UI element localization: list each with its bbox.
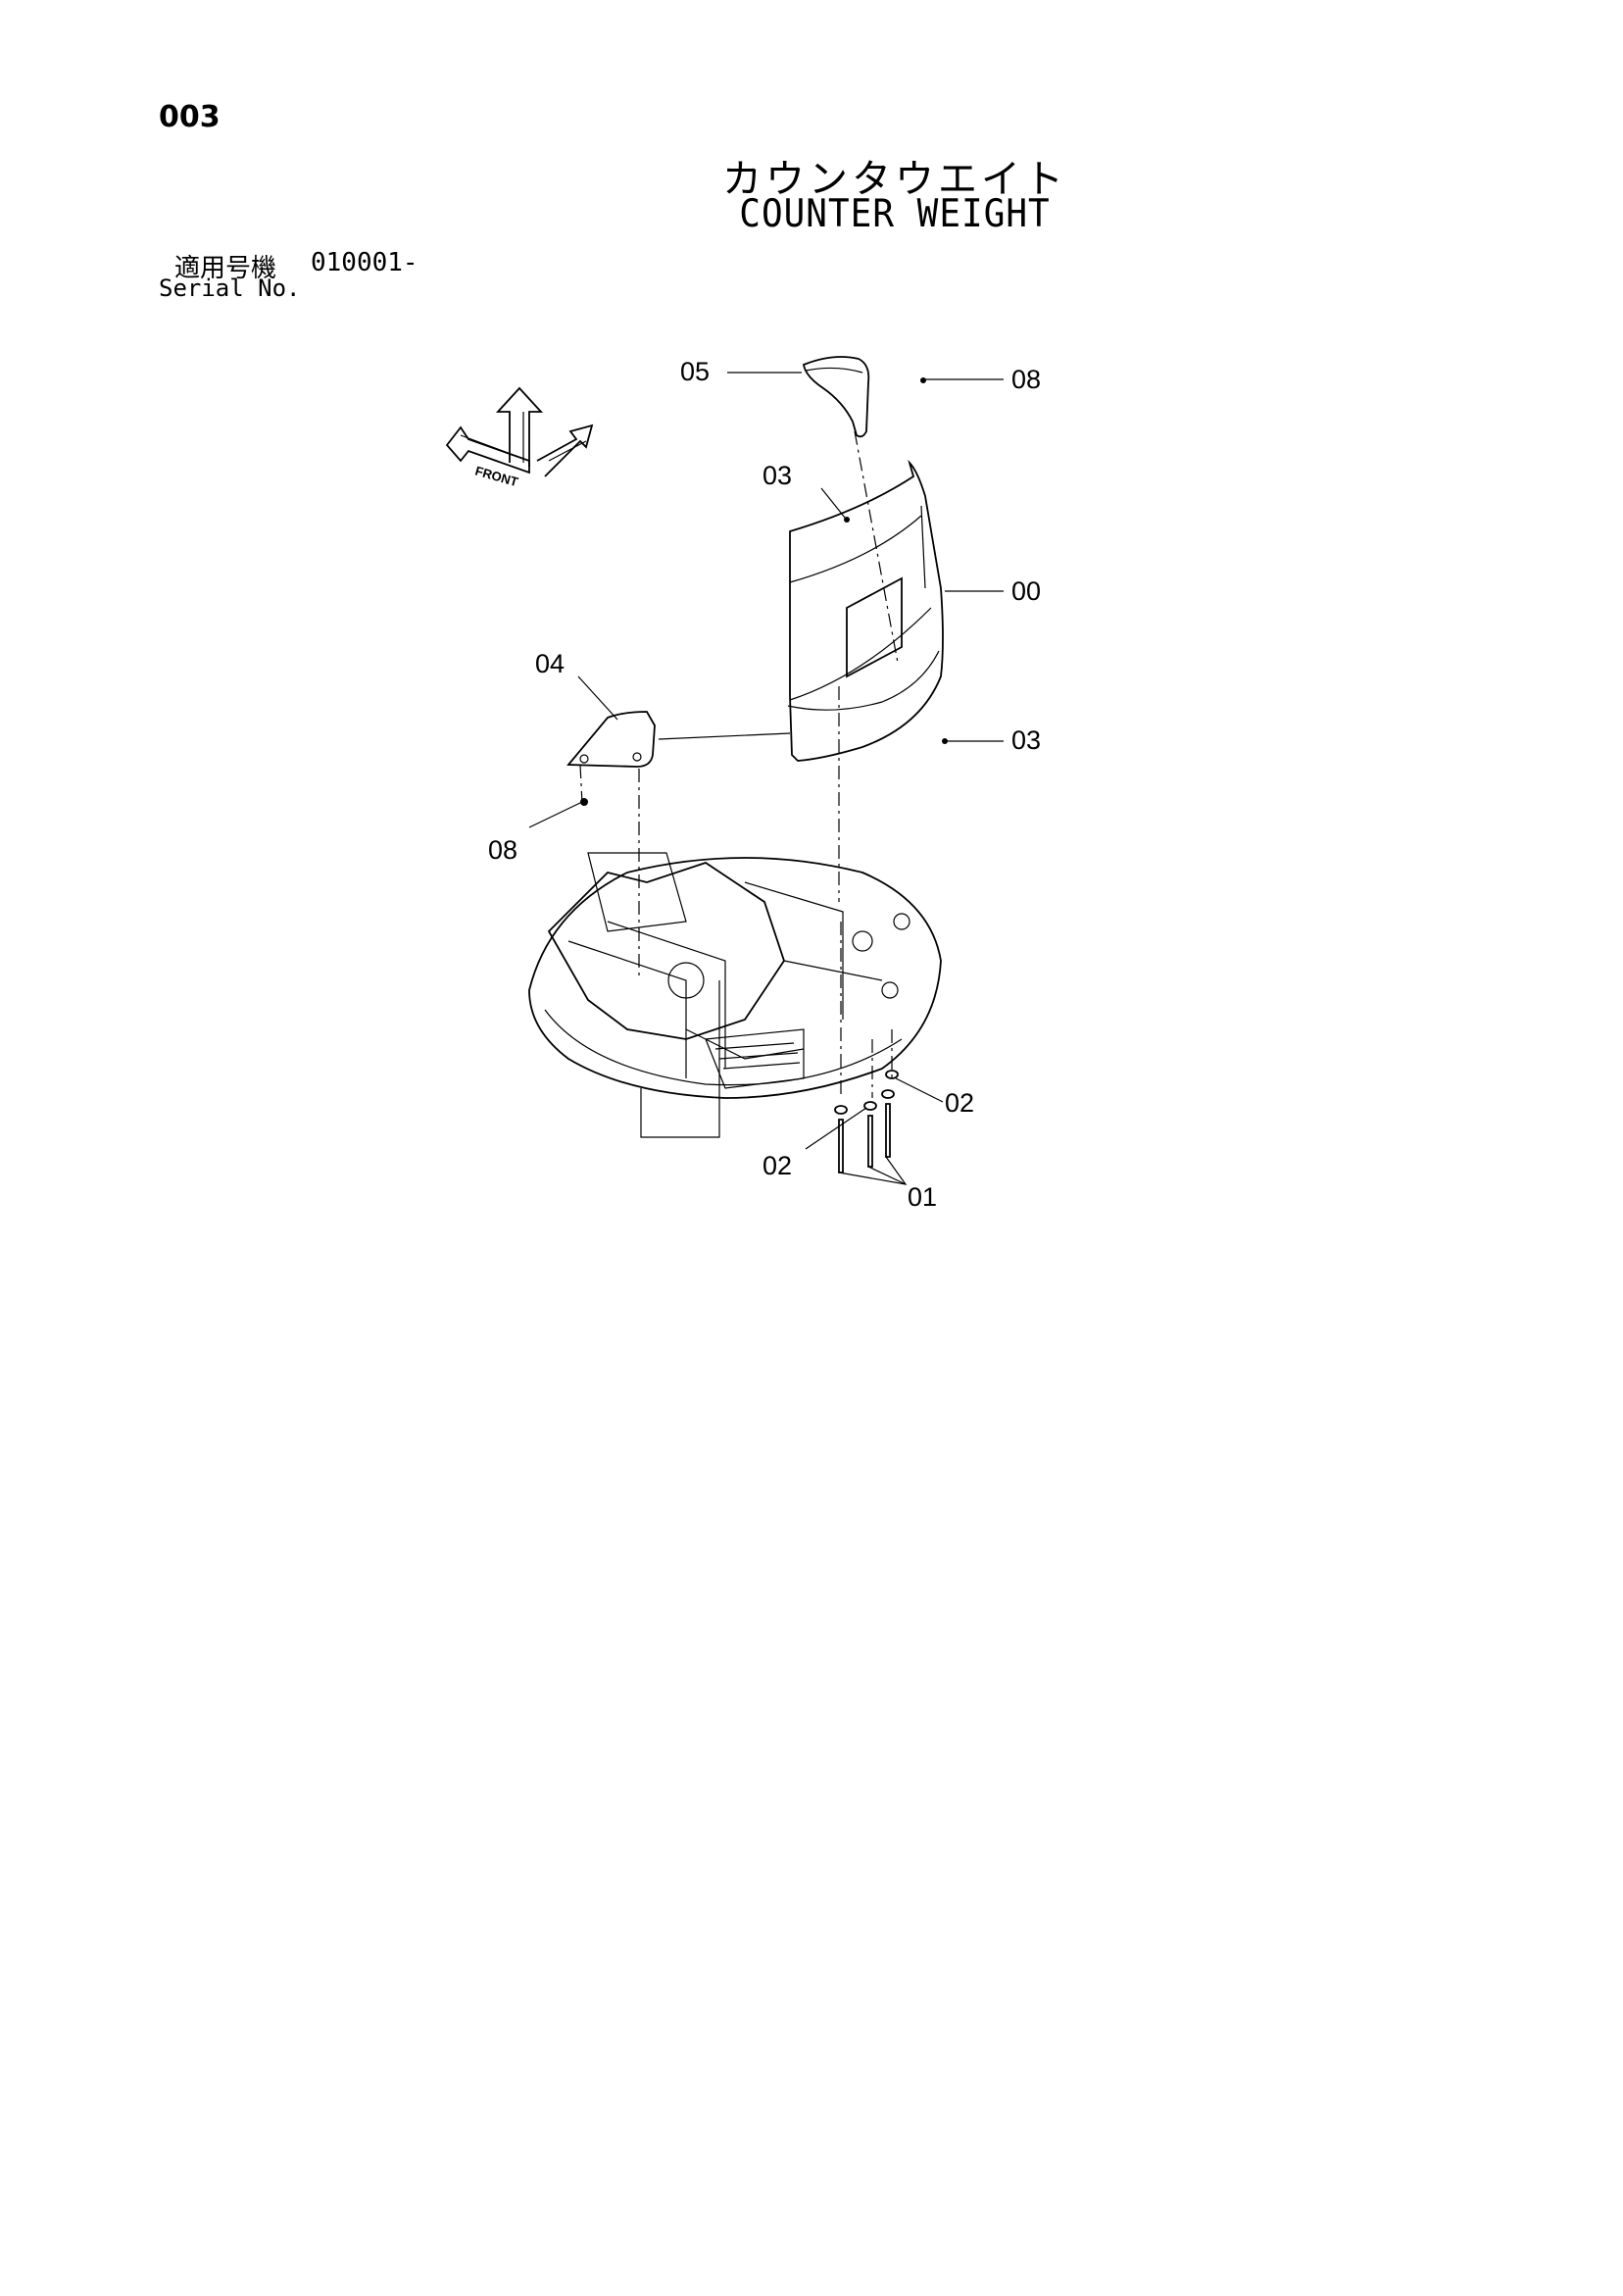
- direction-arrows-icon: FRONT: [445, 386, 594, 489]
- page-number: 003: [159, 100, 221, 134]
- callout-02-left: 02: [762, 1151, 792, 1180]
- page-title-japanese: カウンタウエイト: [722, 157, 1067, 202]
- part-00-counterweight: [787, 459, 944, 762]
- callout-01: 01: [908, 1182, 937, 1212]
- callout-04: 04: [535, 649, 565, 678]
- callout-03-top: 03: [762, 461, 792, 490]
- part-04-side-cover: [566, 711, 656, 768]
- callout-05: 05: [680, 357, 710, 386]
- callout-02-right: 02: [945, 1088, 974, 1118]
- bolts-part-01: [838, 1103, 891, 1173]
- serial-label-english: Serial No.: [159, 275, 301, 302]
- callout-00: 00: [1011, 576, 1041, 606]
- leader-lines: [528, 372, 1004, 1185]
- serial-number-value: 010001-: [311, 248, 418, 277]
- bolts-part-03-08: [580, 377, 948, 806]
- serial-label-japanese: 適用号機: [174, 254, 277, 283]
- callout-08-top: 08: [1011, 365, 1041, 394]
- callout-08-left: 08: [488, 835, 517, 865]
- assembly-lines: [579, 430, 899, 1138]
- upper-frame: [528, 852, 942, 1099]
- page-title-english: COUNTER WEIGHT: [739, 191, 1051, 237]
- part-05-cover: [802, 356, 870, 438]
- washers-part-02: [834, 1070, 899, 1115]
- callout-03-bottom: 03: [1011, 725, 1041, 755]
